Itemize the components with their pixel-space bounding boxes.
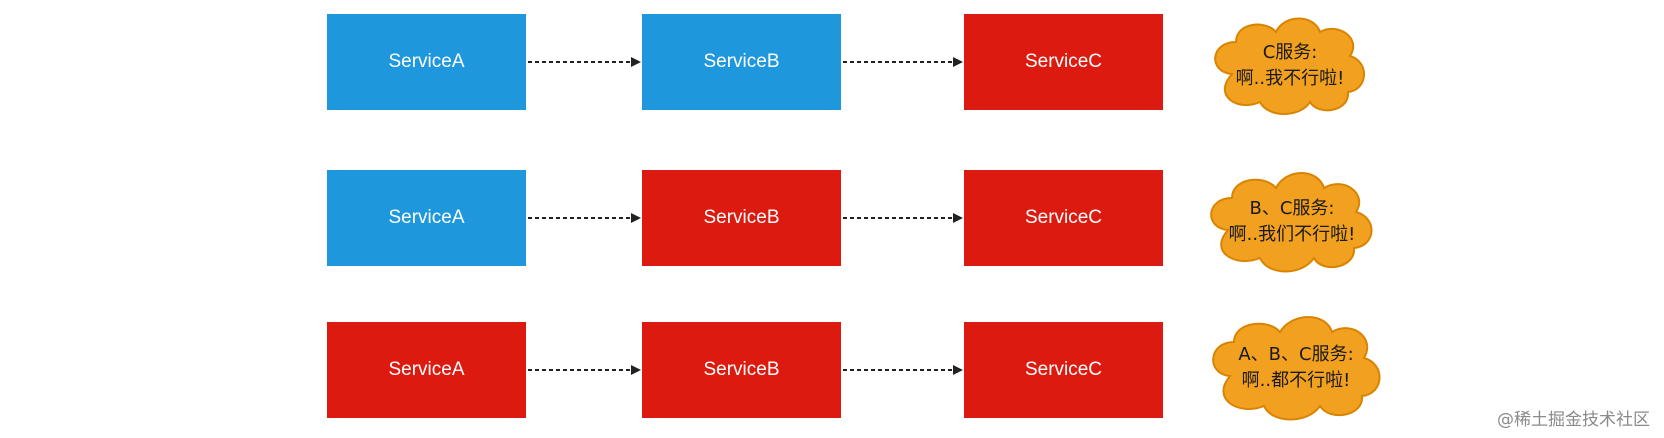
callout-line-2: 啊..都不行啦! [1242, 370, 1351, 391]
diagram-row-1: ServiceA ServiceB ServiceC C服务: 啊..我不行啦! [327, 14, 1365, 115]
service-c-box-row-1 [964, 14, 1163, 110]
callout-line-2: 啊..我们不行啦! [1229, 224, 1356, 245]
service-b-label-row-3: ServiceB [703, 359, 779, 380]
service-c-box-row-3 [964, 322, 1163, 418]
callout-line-2: 啊..我不行啦! [1236, 68, 1345, 89]
service-a-box-row-2 [327, 170, 526, 266]
service-c-label-row-2: ServiceC [1025, 207, 1102, 228]
service-a-label-row-2: ServiceA [388, 207, 464, 228]
service-b-box-row-3 [642, 322, 841, 418]
diagram-row-2: ServiceA ServiceB ServiceC B、C服务: 啊..我们不… [327, 170, 1373, 273]
diagram-row-3: ServiceA ServiceB ServiceC A、B、C服务: 啊..都… [327, 316, 1381, 421]
speech-cloud-row-2: B、C服务: 啊..我们不行啦! [1210, 172, 1373, 273]
service-b-label-row-2: ServiceB [703, 207, 779, 228]
service-b-label-row-1: ServiceB [703, 51, 779, 72]
speech-cloud-row-3: A、B、C服务: 啊..都不行啦! [1212, 316, 1381, 421]
callout-line-1: A、B、C服务: [1238, 344, 1353, 365]
service-c-box-row-2 [964, 170, 1163, 266]
service-c-label-row-3: ServiceC [1025, 359, 1102, 380]
service-a-box-row-3 [327, 322, 526, 418]
callout-line-1: B、C服务: [1250, 198, 1335, 219]
service-a-label-row-1: ServiceA [388, 51, 464, 72]
service-b-box-row-1 [642, 14, 841, 110]
cloud-shape [1212, 316, 1381, 421]
service-b-box-row-2 [642, 170, 841, 266]
cloud-shape [1214, 17, 1365, 115]
callout-line-1: C服务: [1263, 42, 1318, 63]
watermark-text: @稀土掘金技术社区 [1497, 410, 1650, 430]
service-a-box-row-1 [327, 14, 526, 110]
service-a-label-row-3: ServiceA [388, 359, 464, 380]
service-c-label-row-1: ServiceC [1025, 51, 1102, 72]
cloud-shape [1210, 172, 1373, 273]
speech-cloud-row-1: C服务: 啊..我不行啦! [1214, 17, 1365, 115]
